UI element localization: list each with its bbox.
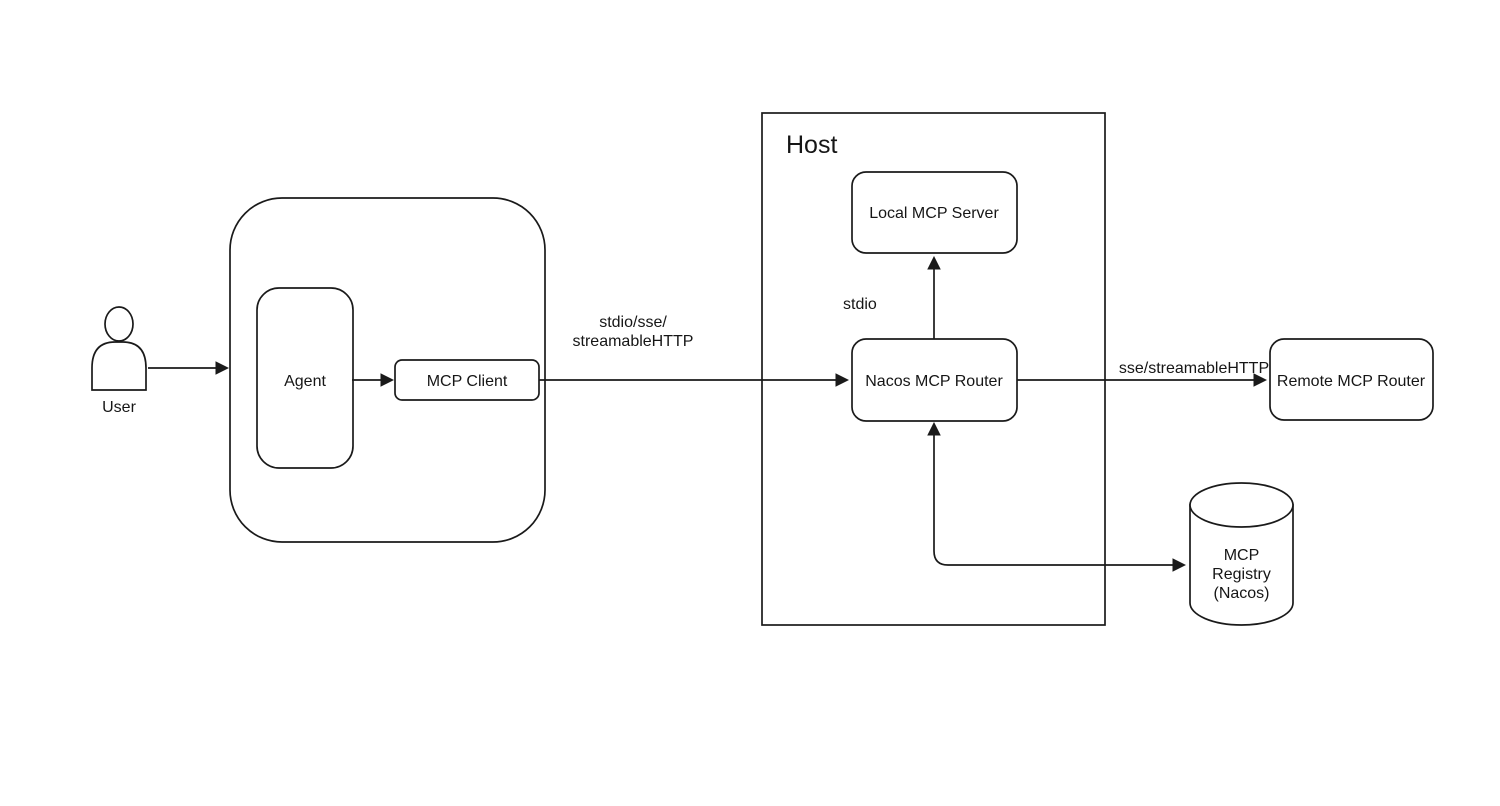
edge-label-stdio-sse-line2: streamableHTTP	[573, 333, 694, 350]
mcp-registry-label-line3: (Nacos)	[1213, 585, 1269, 602]
mcp-client-label: MCP Client	[427, 373, 508, 390]
arrow-nacos-router-to-mcp-registry	[927, 421, 1187, 572]
mcp-registry-cylinder	[1189, 482, 1294, 626]
edge-label-stdio: stdio	[843, 296, 877, 313]
user-icon	[91, 306, 147, 391]
edge-label-stdio-sse-line1: stdio/sse/	[599, 314, 667, 331]
user-body-icon	[91, 341, 147, 391]
local-mcp-server-box	[851, 171, 1018, 254]
mcp-registry-cylinder-top	[1189, 482, 1294, 528]
user-label: User	[102, 399, 136, 416]
nacos-mcp-router-label: Nacos MCP Router	[865, 373, 1003, 390]
mcp-registry-label-line2: Registry	[1212, 566, 1271, 583]
agent-label: Agent	[284, 373, 326, 390]
remote-mcp-router-box	[1269, 338, 1434, 421]
agent-box	[256, 287, 354, 469]
host-label: Host	[786, 131, 837, 159]
user-head-icon	[104, 306, 134, 342]
mcp-registry-label-line1: MCP	[1224, 547, 1260, 564]
local-mcp-server-label: Local MCP Server	[869, 205, 999, 222]
remote-mcp-router-label: Remote MCP Router	[1277, 373, 1426, 390]
mcp-registry-cylinder-body	[1189, 504, 1294, 626]
edge-label-sse-streamablehttp: sse/streamableHTTP	[1119, 360, 1269, 377]
